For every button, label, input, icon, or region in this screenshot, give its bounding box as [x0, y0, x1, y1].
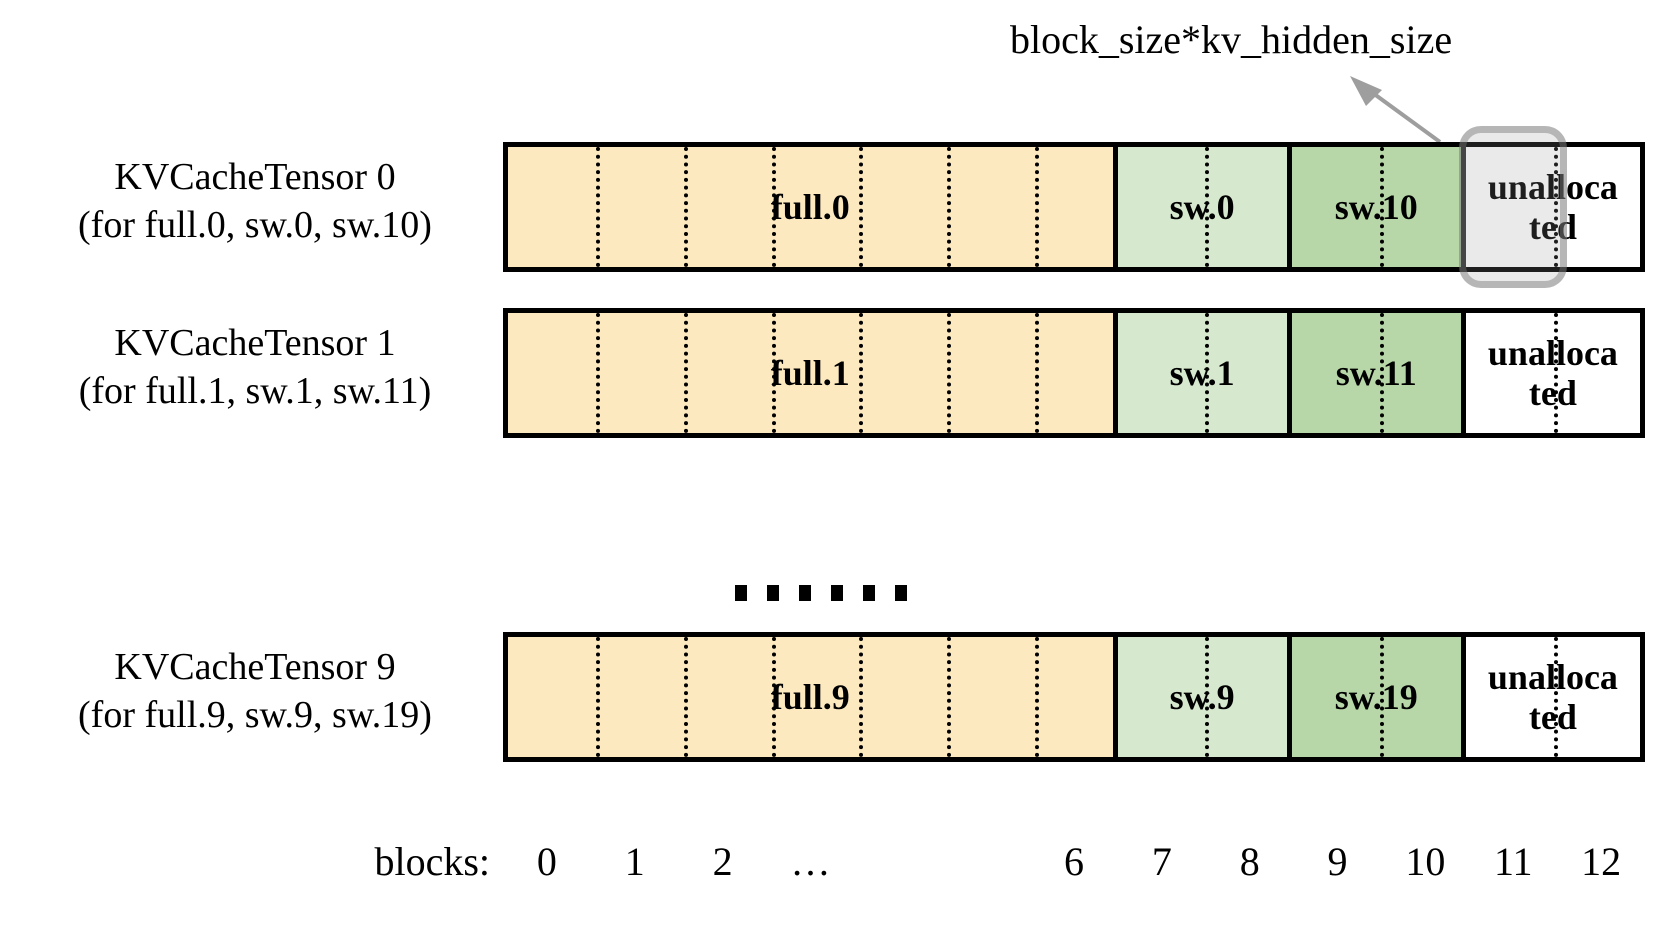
block-divider	[947, 313, 952, 433]
segment-text: sw.9	[1169, 677, 1235, 717]
block-divider	[595, 147, 600, 267]
blocks-axis-tick: 6	[1064, 839, 1084, 884]
block-divider	[771, 313, 776, 433]
block-divider	[1205, 147, 1210, 267]
ellipsis-dot	[735, 585, 747, 601]
block-divider	[1205, 313, 1210, 433]
tensor-segment-sw-light[interactable]: sw.1	[1117, 313, 1292, 433]
blocks-axis-tick: 1	[624, 839, 645, 884]
blocks-axis-tick: 7	[1151, 839, 1172, 884]
segment-text: sw.0	[1169, 187, 1235, 227]
tensor-row-label: KVCacheTensor 1 (for full.1, sw.1, sw.11)	[20, 320, 490, 415]
ellipsis-dot	[767, 585, 779, 601]
blocks-axis-tick: 0	[536, 839, 557, 884]
segment-text: sw.10	[1334, 187, 1418, 227]
tensor-row-label-line1: KVCacheTensor 0	[114, 156, 396, 198]
tensor-segment-sw-light[interactable]: sw.9	[1117, 637, 1292, 757]
segment-text: full.1	[770, 353, 850, 393]
blocks-axis-tick: 12	[1581, 839, 1622, 884]
tensor-row-label-line2: (for full.0, sw.0, sw.10)	[78, 203, 432, 246]
block-divider	[1205, 637, 1210, 757]
arrow-up-left-icon	[1350, 76, 1442, 144]
tensor-row-label: KVCacheTensor 9 (for full.9, sw.9, sw.19)	[20, 644, 490, 739]
block-divider	[683, 313, 688, 433]
segment-text: sw.11	[1335, 353, 1417, 393]
vertical-ellipsis	[735, 585, 907, 601]
block-divider	[1035, 637, 1040, 757]
blocks-axis-tick: 11	[1493, 839, 1533, 884]
blocks-axis-tick: 8	[1239, 839, 1260, 884]
block-divider	[1553, 637, 1558, 757]
tensor-row-label-line1: KVCacheTensor 9	[114, 646, 396, 688]
block-divider	[595, 313, 600, 433]
ellipsis-dot	[863, 585, 875, 601]
block-divider	[947, 147, 952, 267]
block-divider	[1379, 147, 1384, 267]
block-divider	[1553, 147, 1558, 267]
block-divider	[859, 313, 864, 433]
tensor-row-label-line2: (for full.1, sw.1, sw.11)	[78, 369, 432, 412]
block-divider	[683, 637, 688, 757]
blocks-axis-tick: …	[790, 839, 831, 884]
tensor-segment-full[interactable]: full.1	[508, 313, 1118, 433]
tensor-segment-sw-dark[interactable]: sw.10	[1291, 147, 1466, 267]
tensor-segment-sw-dark[interactable]: sw.19	[1291, 637, 1466, 757]
block-divider	[1553, 313, 1558, 433]
tensor-row-label: KVCacheTensor 0 (for full.0, sw.0, sw.10)	[20, 154, 490, 249]
tensor-segment-full[interactable]: full.0	[508, 147, 1118, 267]
block-divider	[859, 147, 864, 267]
blocks-axis-tick: 10	[1405, 839, 1446, 884]
segment-text: sw.19	[1334, 677, 1418, 717]
block-divider	[683, 147, 688, 267]
ellipsis-dot	[799, 585, 811, 601]
blocks-axis-tick: 2	[712, 839, 733, 884]
tensor-row-label-line1: KVCacheTensor 1	[114, 322, 396, 364]
tensor-segment-sw-light[interactable]: sw.0	[1117, 147, 1292, 267]
blocks-axis-tick: 9	[1327, 839, 1348, 884]
blocks-axis-title: blocks:	[374, 839, 490, 884]
block-divider	[947, 637, 952, 757]
segment-text: full.0	[770, 187, 850, 227]
ellipsis-dot	[831, 585, 843, 601]
block-divider	[771, 147, 776, 267]
block-divider	[1035, 313, 1040, 433]
tensor-segment-sw-dark[interactable]: sw.11	[1291, 313, 1466, 433]
ellipsis-dot	[895, 585, 907, 601]
tensor-segment-full[interactable]: full.9	[508, 637, 1118, 757]
block-divider	[1379, 637, 1384, 757]
tensor-row-label-line2: (for full.9, sw.9, sw.19)	[78, 693, 432, 736]
block-divider	[1035, 147, 1040, 267]
annotation-label: block_size*kv_hidden_size	[1010, 17, 1453, 62]
block-divider	[1379, 313, 1384, 433]
block-divider	[771, 637, 776, 757]
block-divider	[859, 637, 864, 757]
segment-text: full.9	[770, 677, 850, 717]
block-divider	[595, 637, 600, 757]
segment-text: sw.1	[1169, 353, 1235, 393]
